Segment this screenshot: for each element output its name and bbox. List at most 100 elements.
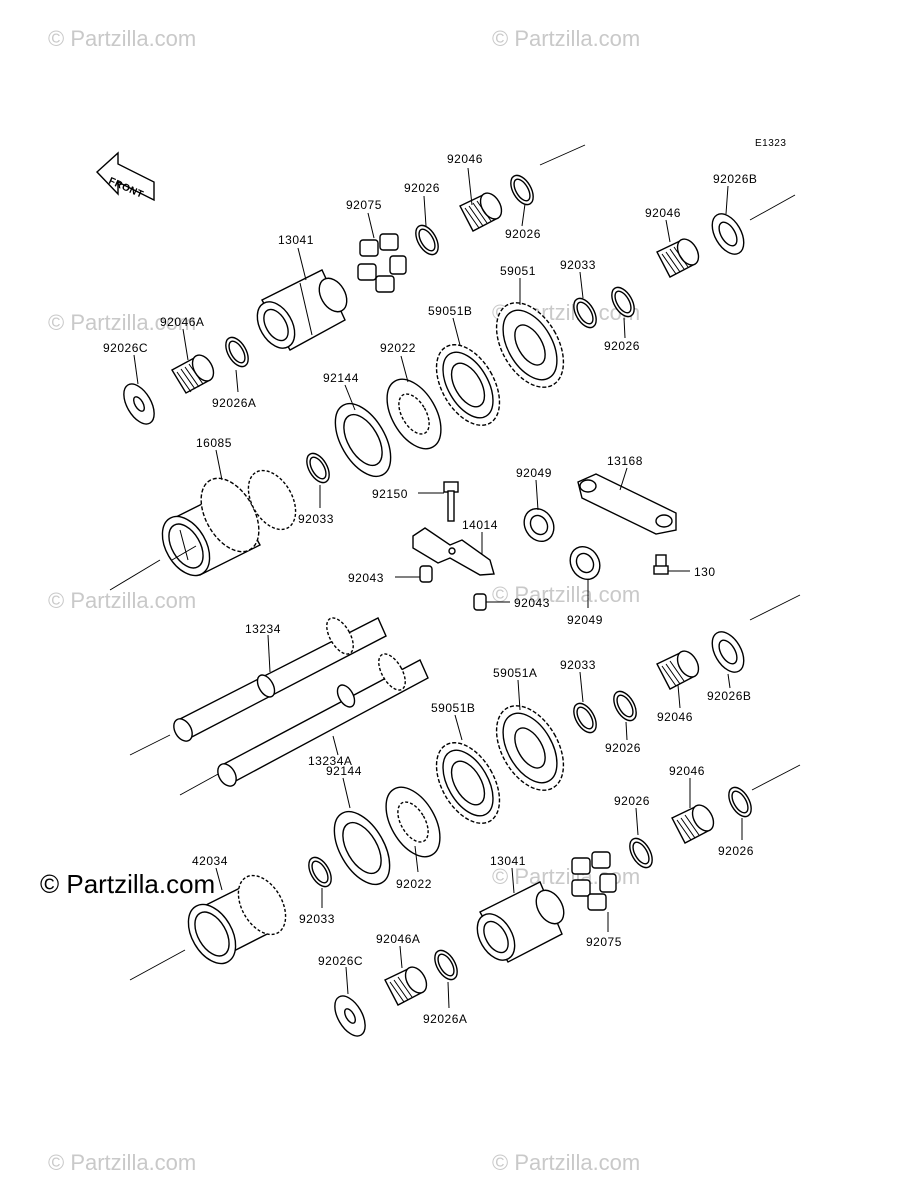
needle-bearing-92046a-lower[interactable] xyxy=(384,963,431,1006)
label-92046[interactable]: 92046 xyxy=(447,152,483,166)
washer-92026b-lower[interactable] xyxy=(706,626,751,677)
label-92046a[interactable]: 92046A xyxy=(376,932,420,946)
needle-bearing-92046-lower-2[interactable] xyxy=(671,801,718,844)
washer-92026c-upper[interactable] xyxy=(118,379,161,429)
shift-fork-13168[interactable] xyxy=(577,473,677,535)
watermark: © Partzilla.com xyxy=(492,582,640,607)
circlip-92033-bot[interactable] xyxy=(304,854,336,891)
label-14014[interactable]: 14014 xyxy=(462,518,498,532)
washer-92026c-lower[interactable] xyxy=(329,991,372,1041)
label-13234a[interactable]: 13234A xyxy=(308,754,352,768)
label-92046[interactable]: 92046 xyxy=(669,764,705,778)
damper-92075-upper[interactable] xyxy=(357,233,407,293)
plate-14014[interactable] xyxy=(412,527,495,576)
needle-bearing-92046-lower-1[interactable] xyxy=(656,647,703,690)
circlip-92026-upper-3[interactable] xyxy=(607,284,639,321)
shift-rod-13234[interactable] xyxy=(170,614,387,745)
label-92075[interactable]: 92075 xyxy=(586,935,622,949)
watermark: © Partzilla.com xyxy=(492,1150,640,1175)
label-92144[interactable]: 92144 xyxy=(323,371,359,385)
label-92026[interactable]: 92026 xyxy=(718,844,754,858)
label-92022[interactable]: 92022 xyxy=(396,877,432,891)
circlip-92026-lower-2[interactable] xyxy=(724,784,756,821)
label-13234[interactable]: 13234 xyxy=(245,622,281,636)
washer-92026b-upper[interactable] xyxy=(706,208,751,259)
label-92026[interactable]: 92026 xyxy=(614,794,650,808)
label-92075[interactable]: 92075 xyxy=(346,198,382,212)
washer-92022-upper[interactable] xyxy=(376,370,452,458)
shift-rod-13234a[interactable] xyxy=(214,650,429,790)
oil-seal-92049-upper[interactable] xyxy=(518,503,559,546)
hub-13041-lower[interactable] xyxy=(470,881,570,967)
label-16085[interactable]: 16085 xyxy=(196,436,232,450)
label-92033[interactable]: 92033 xyxy=(560,658,596,672)
diagram-code: E1323 xyxy=(755,138,786,149)
label-13168[interactable]: 13168 xyxy=(607,454,643,468)
label-92026a[interactable]: 92026A xyxy=(423,1012,467,1026)
label-92043[interactable]: 92043 xyxy=(514,596,550,610)
front-arrow-icon: FRONT xyxy=(95,151,155,202)
washer-92144-upper[interactable] xyxy=(324,394,402,485)
label-59051b[interactable]: 59051B xyxy=(431,701,475,715)
bolt-130[interactable] xyxy=(653,554,690,575)
circlip-92026a-lower[interactable] xyxy=(430,947,462,984)
label-92026[interactable]: 92026 xyxy=(605,741,641,755)
label-92026[interactable]: 92026 xyxy=(604,339,640,353)
label-92049[interactable]: 92049 xyxy=(516,466,552,480)
label-59051b[interactable]: 59051B xyxy=(428,304,472,318)
label-92026c[interactable]: 92026C xyxy=(318,954,363,968)
circlip-92026-lower-1[interactable] xyxy=(609,688,641,725)
label-92033[interactable]: 92033 xyxy=(299,912,335,926)
axis-lines xyxy=(109,144,801,981)
label-92033[interactable]: 92033 xyxy=(560,258,596,272)
circlip-92033-upper[interactable] xyxy=(569,295,601,332)
label-13041[interactable]: 13041 xyxy=(490,854,526,868)
label-59051a[interactable]: 59051A xyxy=(493,666,537,680)
shaft-42034[interactable] xyxy=(179,867,296,971)
circlip-92033-mid[interactable] xyxy=(302,450,334,487)
label-13041[interactable]: 13041 xyxy=(278,233,314,247)
gear-59051a[interactable] xyxy=(483,694,577,802)
circlip-92026-upper-2[interactable] xyxy=(506,172,538,209)
dowel-pin-92043-a[interactable] xyxy=(395,565,433,583)
label-92144[interactable]: 92144 xyxy=(326,764,362,778)
needle-bearing-92046a-upper[interactable] xyxy=(171,351,218,394)
label-92043[interactable]: 92043 xyxy=(348,571,384,585)
circlip-92026-lower-3[interactable] xyxy=(625,835,657,872)
damper-92075-lower[interactable] xyxy=(571,851,617,911)
oil-seal-92049-lower[interactable] xyxy=(564,541,605,584)
bolt-92150[interactable] xyxy=(418,481,459,522)
label-92026[interactable]: 92026 xyxy=(505,227,541,241)
needle-bearing-92046-upper-1[interactable] xyxy=(459,189,506,232)
label-92049[interactable]: 92049 xyxy=(567,613,603,627)
gear-59051[interactable] xyxy=(483,291,577,399)
hub-13041-upper[interactable] xyxy=(250,269,353,355)
washer-92144-lower[interactable] xyxy=(323,802,401,893)
label-92150[interactable]: 92150 xyxy=(372,487,408,501)
label-92026c[interactable]: 92026C xyxy=(103,341,148,355)
shaft-16085[interactable] xyxy=(153,462,306,583)
washer-92022-lower[interactable] xyxy=(375,778,451,866)
watermark: © Partzilla.com xyxy=(48,26,196,51)
label-92046[interactable]: 92046 xyxy=(645,206,681,220)
gear-59051b-lower[interactable] xyxy=(423,732,512,834)
needle-bearing-92046-upper-2[interactable] xyxy=(656,235,703,278)
dowel-pin-92043-b[interactable] xyxy=(473,593,510,611)
circlip-92033-low[interactable] xyxy=(569,700,601,737)
label-92046[interactable]: 92046 xyxy=(657,710,693,724)
label-130[interactable]: 130 xyxy=(694,565,716,579)
label-92046a[interactable]: 92046A xyxy=(160,315,204,329)
gear-59051b-upper[interactable] xyxy=(423,334,512,436)
label-92026[interactable]: 92026 xyxy=(404,181,440,195)
part-labels: 92046 92026 92075 92026 92026B 92046 130… xyxy=(103,152,757,1026)
label-59051[interactable]: 59051 xyxy=(500,264,536,278)
label-92033[interactable]: 92033 xyxy=(298,512,334,526)
leader-lines xyxy=(133,167,743,1009)
label-42034[interactable]: 42034 xyxy=(192,854,228,868)
circlip-92026-upper-1[interactable] xyxy=(411,222,443,259)
label-92026b[interactable]: 92026B xyxy=(707,689,751,703)
label-92022[interactable]: 92022 xyxy=(380,341,416,355)
label-92026b[interactable]: 92026B xyxy=(713,172,757,186)
circlip-92026a-upper[interactable] xyxy=(221,334,253,371)
label-92026a[interactable]: 92026A xyxy=(212,396,256,410)
